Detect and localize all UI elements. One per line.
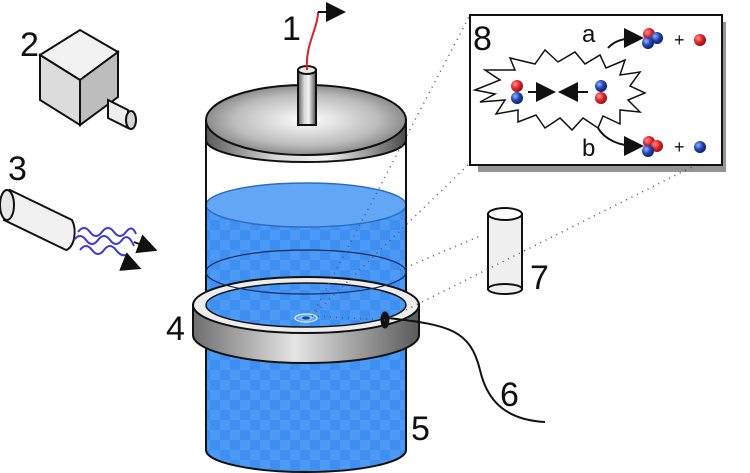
label-4: 4 — [166, 310, 185, 348]
label-3: 3 — [8, 150, 27, 188]
liquid-surface — [205, 182, 407, 228]
label-b: b — [582, 135, 595, 162]
radiation-wave — [77, 227, 137, 237]
outlet-pipe — [297, 69, 317, 126]
label-2: 2 — [20, 26, 39, 64]
zoom-guide-lines — [311, 14, 701, 321]
product-proton — [694, 34, 706, 46]
inset-8 — [469, 14, 726, 172]
vessel — [192, 2, 420, 473]
sensor-7 — [487, 207, 523, 295]
label-8: 8 — [473, 20, 492, 58]
gas-outlet-flow — [305, 11, 319, 71]
label-7: 7 — [530, 259, 549, 297]
plus-a: + — [674, 30, 685, 50]
plus-b: + — [674, 137, 685, 157]
product-neutron — [694, 141, 706, 153]
label-a: a — [582, 21, 596, 48]
source-3 — [0, 188, 158, 271]
label-5: 5 — [411, 410, 430, 448]
label-6: 6 — [500, 376, 519, 414]
flange-inner-opening — [205, 282, 407, 328]
hydrophone-6 — [380, 311, 546, 423]
label-1: 1 — [282, 10, 301, 48]
detector-2 — [38, 28, 137, 130]
